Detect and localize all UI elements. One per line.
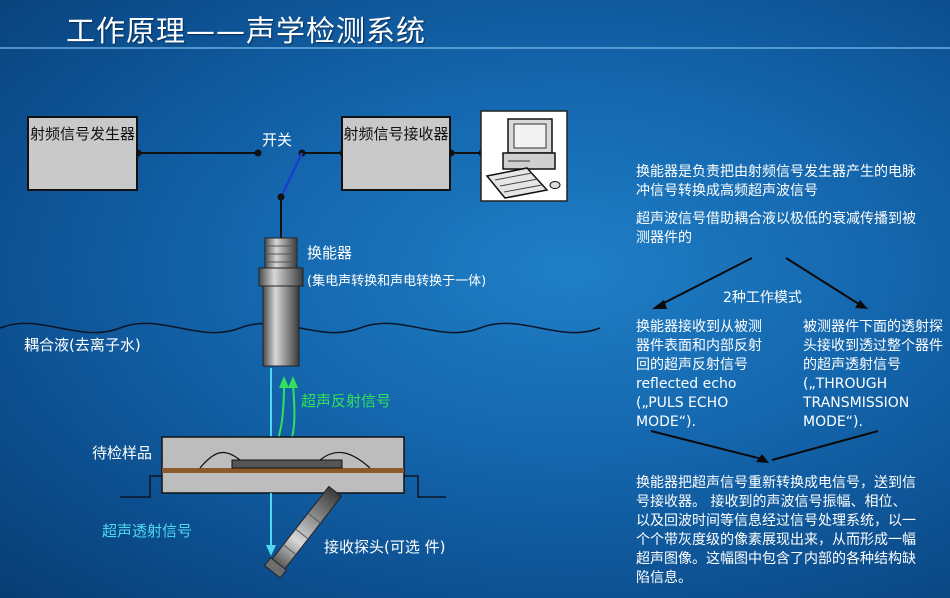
explanation-couplant: 超声波信号借助耦合液以极低的衰减传播到被测器件的: [636, 211, 916, 246]
computer-icon: [480, 110, 568, 202]
couplant-surface: [0, 322, 601, 334]
modes-title: 2种工作模式: [723, 290, 802, 306]
mode-pulse-echo: 换能器接收到从被测器件表面和内部反射回的超声反射信号reflected echo…: [636, 319, 762, 430]
page-title: 工作原理——声学检测系统: [66, 14, 427, 48]
title-divider: [0, 47, 950, 49]
arrow-echo-to-summary: [650, 430, 767, 461]
probe-label: 接收探头(可选 件): [324, 538, 446, 556]
rf-generator-block: 射频信号发生器: [27, 116, 138, 191]
reflected-signal-label: 超声反射信号: [301, 392, 392, 410]
arrow-through-to-summary: [771, 430, 879, 461]
sample-icon: [161, 436, 405, 494]
arrow-to-echo-mode: [657, 257, 753, 307]
arrow-to-through-mode: [785, 257, 863, 307]
rf-receiver-block: 射频信号接收器: [341, 116, 451, 191]
transducer-icon: [258, 237, 304, 367]
explanation-transducer: 换能器是负责把由射频信号发生器产生的电脉冲信号转换成高频超声波信号: [636, 164, 916, 199]
switch-blade: [279, 152, 304, 198]
transducer-note: (集电声转换和声电转换于一体): [307, 274, 487, 289]
explanation-imaging: 换能器把超声信号重新转换成电信号，送到信号接收器。 接收到的声波信号振幅、相位、…: [636, 475, 916, 586]
switch-label: 开关: [262, 131, 293, 149]
couplant-label: 耦合液(去离子水): [24, 336, 141, 354]
receiving-probe-icon: [263, 485, 343, 579]
transducer-label: 换能器: [307, 244, 353, 262]
mode-through-transmission: 被测器件下面的透射探头接收到透过整个器件的超声透射信号(„THROUGH TRA…: [803, 319, 943, 430]
transmitted-signal-label: 超声透射信号: [102, 522, 193, 540]
sample-label: 待检样品: [92, 444, 153, 462]
